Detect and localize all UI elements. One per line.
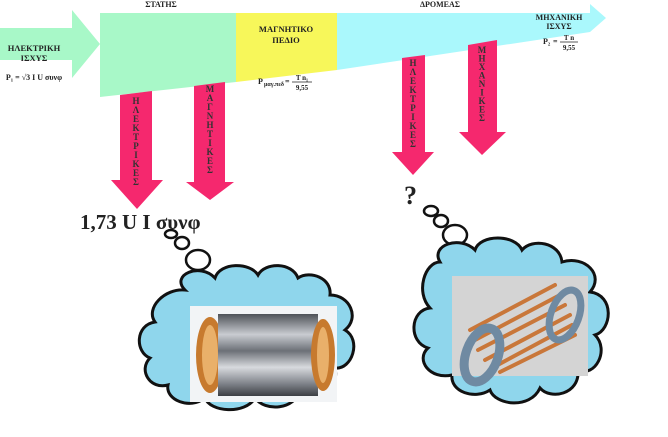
loss-label-letter: Α — [207, 93, 214, 103]
loss-label-letter: Ε — [479, 105, 485, 115]
output-title-line1: ΜΗΧΑΝΙΚΗ — [536, 13, 583, 22]
thought-bubble-large — [184, 248, 212, 272]
loss-label-letter: Κ — [206, 147, 213, 157]
loss-label-letter: Λ — [410, 67, 417, 77]
loss-label-letter: Τ — [133, 132, 139, 142]
thought-bubble-small — [422, 204, 440, 218]
loss-label-letter: Ρ — [410, 103, 416, 113]
loss-label-letter: Κ — [409, 85, 416, 95]
loss-label-letter: Κ — [409, 121, 416, 131]
loss-label-letter: Ε — [410, 130, 416, 140]
loss-label-letter: Σ — [479, 113, 485, 123]
magnetic-field-line1: ΜΑΓΝΗΤΙΚΟ — [259, 24, 314, 34]
output-power-formula: P₂ = T n 9,55 — [543, 34, 578, 52]
mf-formula-numerator: T n₁ — [296, 74, 308, 82]
loss-label-letter: Α — [479, 71, 486, 81]
loss-arrow-stator-electrical — [111, 91, 163, 209]
loss-label-letter: Ι — [208, 138, 212, 148]
input-title-line2: ΙΣΧΥΣ — [21, 53, 48, 63]
loss-label-letter: Ε — [133, 114, 139, 124]
mf-formula-equals: = — [285, 77, 290, 86]
stator-loss-formula: 1,73 U I συνφ — [80, 210, 201, 234]
stator-photo — [190, 306, 337, 402]
loss-label-letter: Ρ — [133, 141, 139, 151]
magnetic-field-formula: P μαγ.πεδ = T n₁ 9,55 — [258, 74, 312, 92]
loss-label-letter: Μ — [478, 45, 487, 55]
rotor-loss-question-mark: ? — [404, 181, 417, 210]
output-title-line2: ΙΣΧΥΣ — [546, 22, 571, 31]
loss-label-letter: Ε — [207, 156, 213, 166]
loss-label-letter: Λ — [133, 105, 140, 115]
loss-arrow-rotor-electrical — [392, 55, 434, 175]
thought-bubble-medium — [432, 213, 450, 229]
loss-label-letter: Σ — [410, 139, 416, 149]
loss-label-letter: Ι — [480, 88, 484, 98]
input-power-arrow — [0, 10, 100, 78]
loss-label-letter: Κ — [132, 123, 139, 133]
stator-thought-cloud — [137, 228, 356, 412]
mf-formula-denominator: 9,55 — [296, 84, 309, 92]
loss-label-letter: Σ — [207, 165, 213, 175]
loss-arrow-rotor-mechanical — [459, 40, 506, 155]
loss-label-letter: Η — [132, 96, 139, 106]
loss-label-letter: Τ — [410, 94, 416, 104]
out-formula-lhs: P₂ — [543, 37, 551, 46]
loss-label-letter: Ν — [479, 79, 486, 89]
loss-label-letter: Η — [206, 120, 213, 130]
loss-label-letter: Σ — [133, 177, 139, 187]
stator-block — [100, 13, 236, 97]
rotor-photo — [452, 276, 588, 387]
rotor-end-ring-far — [545, 286, 585, 344]
out-formula-numerator: T n — [564, 34, 574, 42]
magnetic-field-block — [236, 13, 337, 82]
loss-label-letter: Ε — [133, 168, 139, 178]
magnetic-field-line2: ΠΕΔΙΟ — [272, 35, 300, 45]
loss-label-letter: Η — [478, 54, 485, 64]
thought-bubble-medium — [173, 235, 191, 251]
loss-label-letter: Ε — [410, 76, 416, 86]
loss-arrow-stator-magnetic — [186, 82, 234, 200]
loss-label-letter: Ι — [411, 112, 415, 122]
mf-formula-lhs: P — [258, 77, 263, 86]
input-power-formula: P₁ = √3 I U συνφ — [6, 73, 62, 82]
rotor-thought-cloud — [412, 204, 610, 405]
loss-label-letter: Ν — [207, 111, 214, 121]
stator-label: ΣΤΑΤΗΣ — [145, 0, 177, 9]
rotor-end-ring-near — [459, 323, 505, 387]
out-formula-equals: = — [553, 37, 558, 46]
thought-bubble-small — [163, 228, 179, 240]
loss-label-letter: Κ — [478, 96, 485, 106]
input-title-line1: ΗΛΕΚΤΡΙΚΗ — [8, 43, 61, 53]
loss-label-letter: Κ — [132, 159, 139, 169]
loss-label-letter: Χ — [479, 62, 486, 72]
loss-label-letter: Τ — [207, 129, 213, 139]
out-formula-denominator: 9,55 — [563, 44, 576, 52]
loss-label-letter: Μ — [206, 84, 215, 94]
rotor-block — [337, 4, 606, 70]
loss-label-letter: Η — [409, 58, 416, 68]
mf-formula-sub: μαγ.πεδ — [264, 82, 284, 88]
rotor-label: ΔΡΟΜΕΑΣ — [420, 0, 460, 9]
loss-label-letter: Ι — [134, 150, 138, 160]
loss-label-letter: Γ — [207, 102, 213, 112]
